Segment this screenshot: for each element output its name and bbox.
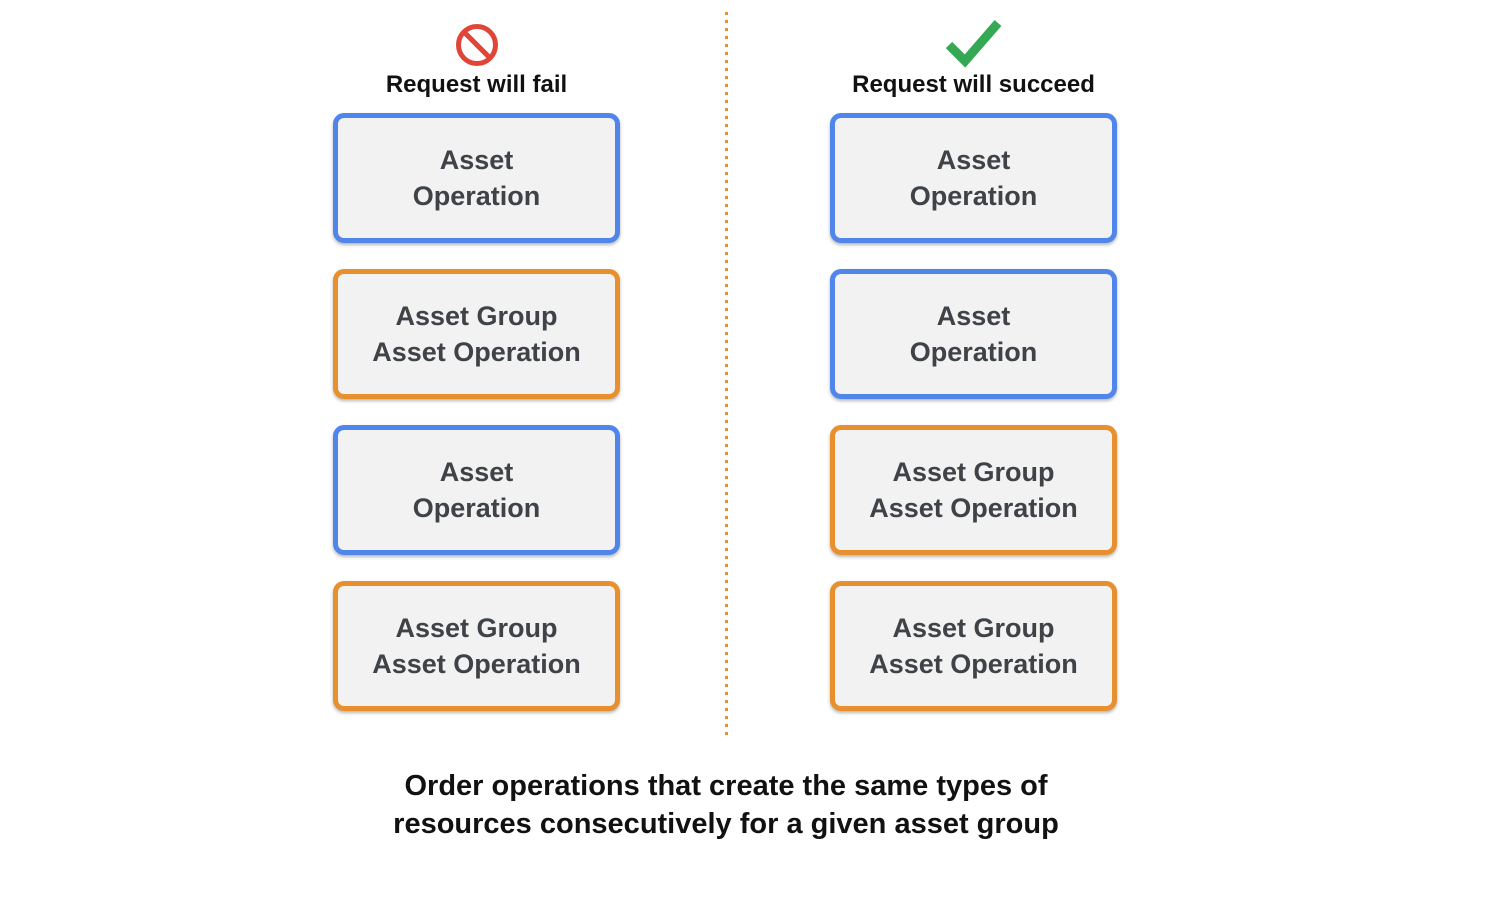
asset-group-asset-operation-box: Asset Group Asset Operation: [830, 581, 1117, 711]
asset-group-asset-operation-box: Asset Group Asset Operation: [333, 581, 620, 711]
box-label: Asset Group Asset Operation: [372, 301, 581, 367]
succeed-header-label: Request will succeed: [852, 71, 1095, 98]
column-divider: [725, 12, 728, 740]
box-label: Asset Group Asset Operation: [869, 613, 1078, 679]
fail-header-label: Request will fail: [385, 71, 568, 98]
box-label: Asset Operation: [412, 145, 541, 211]
asset-operation-box: Asset Operation: [830, 113, 1117, 243]
box-label: Asset Group Asset Operation: [372, 613, 581, 679]
prohibited-icon: [454, 22, 500, 68]
box-label: Asset Operation: [412, 457, 541, 523]
asset-group-asset-operation-box: Asset Group Asset Operation: [333, 269, 620, 399]
asset-group-asset-operation-box: Asset Group Asset Operation: [830, 425, 1117, 555]
succeed-header: Request will succeed: [852, 18, 1095, 98]
box-label: Asset Operation: [909, 145, 1038, 211]
fail-column: Request will fail Asset Operation Asset …: [333, 18, 620, 737]
succeed-column: Request will succeed Asset Operation Ass…: [830, 18, 1117, 737]
fail-header: Request will fail: [386, 18, 567, 98]
box-label: Asset Group Asset Operation: [869, 457, 1078, 523]
box-label: Asset Operation: [909, 301, 1038, 367]
checkmark-icon: [942, 16, 1004, 68]
diagram-caption: Order operations that create the same ty…: [393, 770, 1059, 840]
asset-operation-box: Asset Operation: [830, 269, 1117, 399]
asset-operation-box: Asset Operation: [333, 113, 620, 243]
asset-operation-box: Asset Operation: [333, 425, 620, 555]
